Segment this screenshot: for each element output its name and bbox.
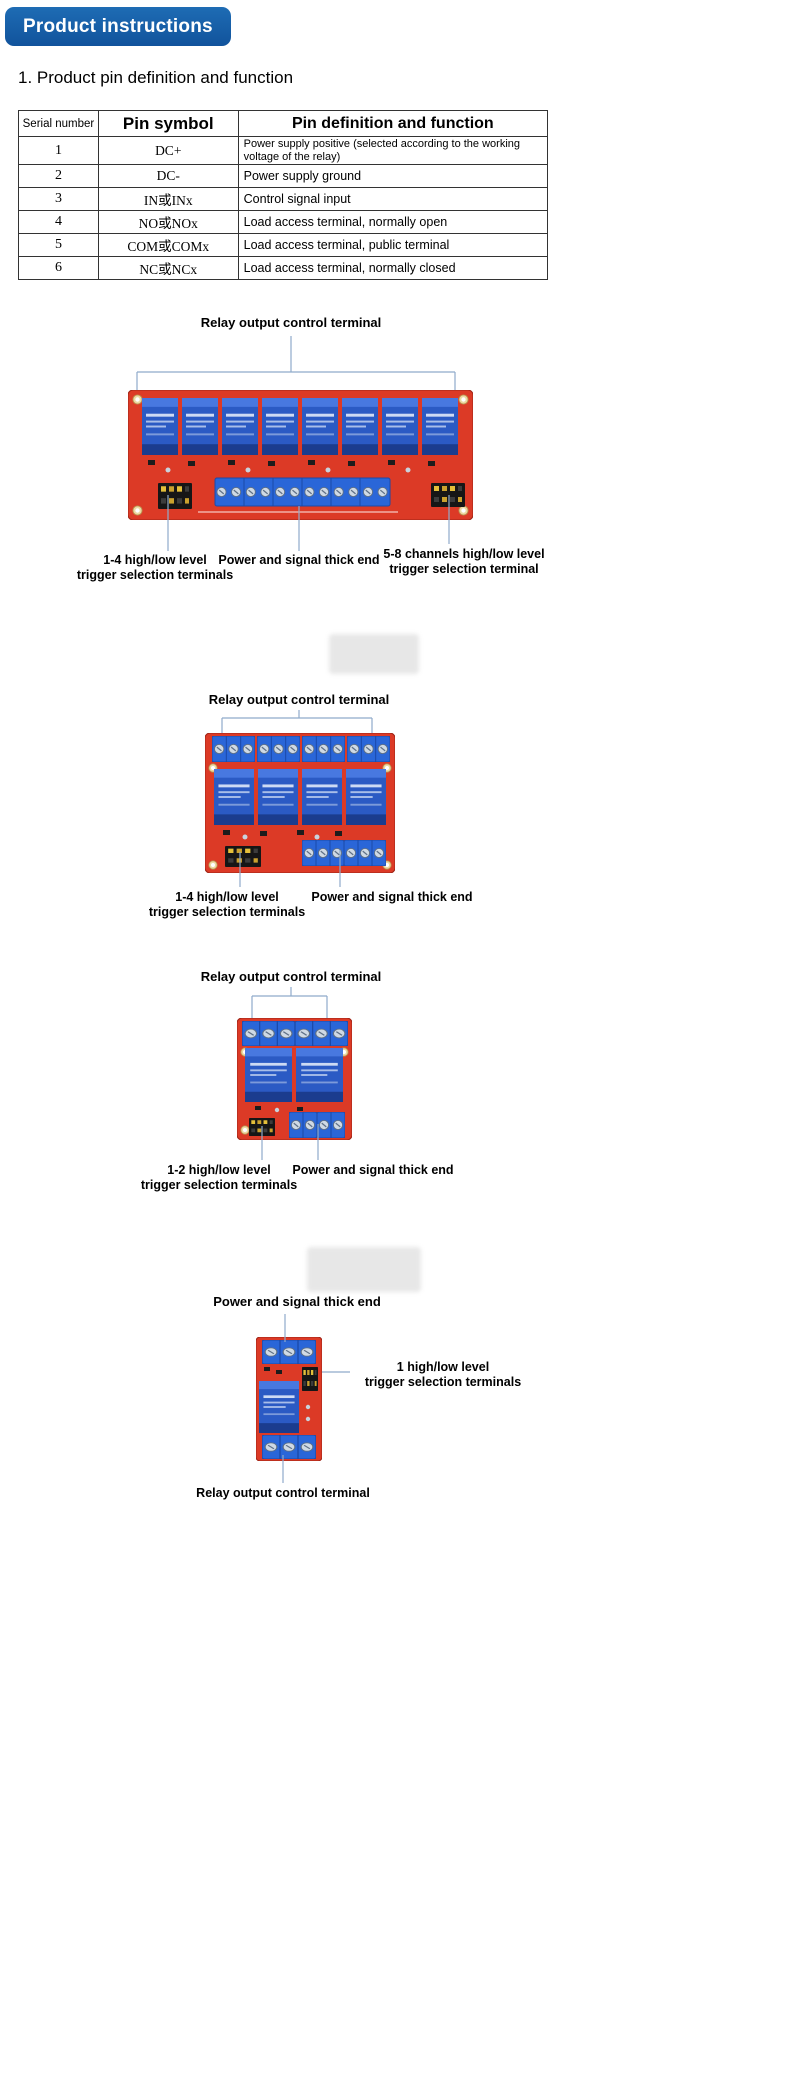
label-relay-output-terminal: Relay output control terminal <box>200 969 382 984</box>
label-line: 1-4 high/low level <box>175 890 279 904</box>
cell-definition: Load access terminal, normally closed <box>237 256 549 281</box>
relay-board-2ch-illustration <box>237 1018 352 1140</box>
cell-definition: Power supply positive (selected accordin… <box>237 135 549 166</box>
table-row: 2 DC- Power supply ground <box>18 164 549 189</box>
label-line: trigger selection terminal <box>389 561 539 576</box>
table-header-row: Serial number Pin symbol Pin definition … <box>18 110 549 137</box>
label-line: trigger selection terminals <box>148 904 306 919</box>
figure-relay-8ch: Relay output control terminal <box>0 310 800 610</box>
label-line: 1 high/low level <box>396 1360 490 1374</box>
pin-definition-table: Serial number Pin symbol Pin definition … <box>18 110 549 281</box>
table-row: 3 IN或INx Control signal input <box>18 187 549 212</box>
relay-board-1ch-illustration <box>256 1337 322 1461</box>
cell-definition: Power supply ground <box>237 164 549 189</box>
cell-serial: 5 <box>18 233 99 258</box>
col-serial-number: Serial number <box>18 110 99 137</box>
table-row: 6 NC或NCx Load access terminal, normally … <box>18 256 549 281</box>
cell-definition: Load access terminal, public terminal <box>237 233 549 258</box>
label-power-signal-end: Power and signal thick end <box>218 553 380 567</box>
label-trigger-selection-1-4: 1-4 high/low level trigger selection ter… <box>110 890 344 920</box>
table-row: 4 NO或NOx Load access terminal, normally … <box>18 210 549 235</box>
cell-serial: 3 <box>18 187 99 212</box>
watermark-artifact <box>307 1247 421 1292</box>
cell-symbol: DC+ <box>97 135 239 166</box>
label-relay-output-terminal: Relay output control terminal <box>196 1486 370 1500</box>
cell-symbol: NC或NCx <box>97 256 239 281</box>
table-row: 1 DC+ Power supply positive (selected ac… <box>18 135 549 166</box>
figure-relay-2ch: Relay output control terminal <box>0 940 800 1200</box>
cell-symbol: COM或COMx <box>97 233 239 258</box>
label-power-signal-end: Power and signal thick end <box>311 890 473 904</box>
section-heading: 1. Product pin definition and function <box>18 68 294 87</box>
label-line: trigger selection terminals <box>364 1374 522 1389</box>
table-row: 5 COM或COMx Load access terminal, public … <box>18 233 549 258</box>
cell-symbol: NO或NOx <box>97 210 239 235</box>
relay-board-4ch-illustration <box>205 733 395 873</box>
figure-relay-1ch: Power and signal thick end 1 high/low le… <box>0 1280 800 1510</box>
figure-relay-4ch: Relay output control terminal <box>0 660 800 930</box>
page-title: Product instructions <box>23 15 213 37</box>
label-relay-output-terminal: Relay output control terminal <box>208 692 390 707</box>
label-line: 5-8 channels high/low level <box>383 547 545 561</box>
col-pin-symbol: Pin symbol <box>97 110 239 137</box>
cell-serial: 6 <box>18 256 99 281</box>
label-line: 1-2 high/low level <box>167 1163 271 1177</box>
relay-board-8ch-illustration <box>128 390 473 520</box>
cell-serial: 1 <box>18 135 99 166</box>
label-trigger-selection-1-2: 1-2 high/low level trigger selection ter… <box>102 1163 336 1193</box>
label-trigger-selection-1-4: 1-4 high/low level trigger selection ter… <box>40 553 270 583</box>
cell-symbol: DC- <box>97 164 239 189</box>
label-trigger-selection-1: 1 high/low level trigger selection termi… <box>350 1360 536 1390</box>
label-relay-output-terminal: Relay output control terminal <box>200 315 382 330</box>
page-title-badge: Product instructions <box>5 7 231 46</box>
label-power-signal-end: Power and signal thick end <box>213 1294 381 1309</box>
cell-symbol: IN或INx <box>97 187 239 212</box>
label-power-signal-end: Power and signal thick end <box>292 1163 454 1177</box>
annotation-lines-1ch <box>282 1314 350 1483</box>
label-line: trigger selection terminals <box>76 567 234 582</box>
cell-definition: Control signal input <box>237 187 549 212</box>
watermark-artifact <box>329 634 419 674</box>
cell-definition: Load access terminal, normally open <box>237 210 549 235</box>
cell-serial: 4 <box>18 210 99 235</box>
label-line: trigger selection terminals <box>140 1177 298 1192</box>
cell-serial: 2 <box>18 164 99 189</box>
label-trigger-selection-5-8: 5-8 channels high/low level trigger sele… <box>354 547 574 577</box>
col-pin-definition: Pin definition and function <box>237 110 549 137</box>
label-line: 1-4 high/low level <box>103 553 207 567</box>
